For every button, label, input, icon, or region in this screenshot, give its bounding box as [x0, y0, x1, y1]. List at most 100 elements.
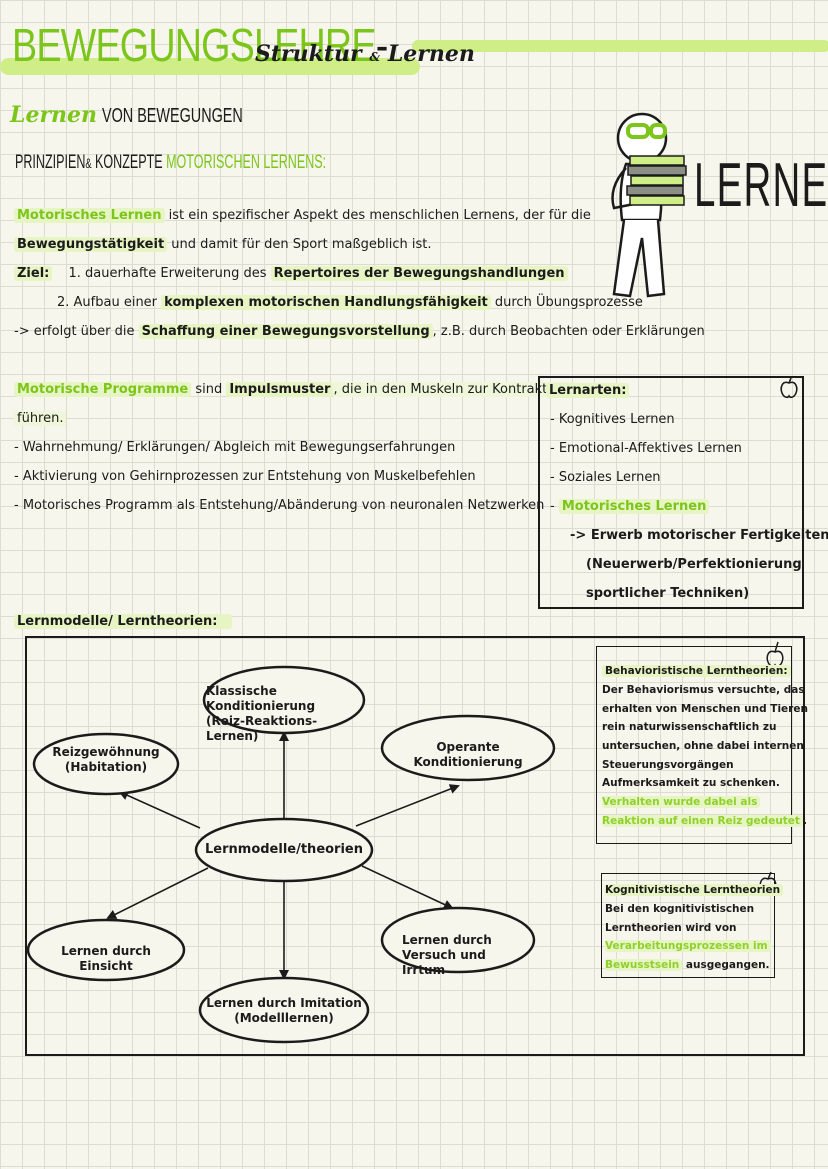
behaviorism-line-7: Aufmerksamkeit zu schenken.	[602, 777, 780, 789]
intro-line-1: Motorisches Lernen ist ein spezifischer …	[14, 201, 591, 230]
lernart-dash: -	[550, 499, 559, 514]
label-versuch: Lernen durch Versuch und Irrtum	[402, 933, 492, 977]
behaviorism-line-9: Reaktion auf einen Reiz gedeutet.	[602, 812, 807, 831]
lernarten-title-text: Lernarten:	[546, 383, 630, 398]
programme-rest: , die in den Muskeln zur Kontraktion	[333, 382, 568, 397]
programme-bullet-2: - Aktivierung von Gehirnprozessen zur En…	[14, 469, 476, 484]
figure-carrying-books-icon	[611, 112, 687, 298]
node-versuch	[380, 906, 536, 974]
ziel-2-text: 2. Aufbau einer	[57, 295, 162, 310]
lernart-sub-1: -> Erwerb motorischer Fertigkeiten	[570, 528, 828, 543]
behaviorism-title: Behavioristische Lerntheorien:	[602, 665, 791, 677]
lernarten-title: Lernarten:	[546, 376, 630, 405]
title-dash: -	[375, 19, 389, 71]
cognitivism-line-4: Verarbeitungsprozessen im	[605, 937, 771, 956]
sub-amp: &	[85, 155, 92, 171]
lernart-item-4: - Motorisches Lernen	[550, 492, 710, 521]
lernarten-box	[538, 376, 804, 609]
behaviorism-line-5: untersuchen, ohne dabei internen	[602, 740, 804, 752]
label-operant: Operante Konditionierung	[413, 740, 523, 769]
ziel-line-2: 2. Aufbau einer komplexen motorischen Ha…	[57, 288, 643, 317]
ziel-1-text: 1. dauerhafte Erweiterung des	[68, 266, 271, 281]
hl-motorische-programme: Motorische Programme	[14, 382, 192, 397]
arrow-to-versuch	[361, 865, 454, 910]
heading-lernen: Lernen	[10, 102, 98, 128]
arrow-to-operant	[355, 784, 460, 827]
cognitivism-green-1: Verarbeitungsprozessen im	[605, 940, 771, 952]
behaviorism-box	[596, 646, 792, 844]
lernart-item-2: - Emotional-Affektives Lernen	[550, 441, 742, 456]
programme-bullet-1: - Wahrnehmung/ Erklärungen/ Abgleich mit…	[14, 440, 456, 455]
lernart-item-3: - Soziales Lernen	[550, 470, 661, 485]
cognitivism-line-3: Lerntheorien wird von	[605, 922, 737, 934]
hl-handlungsfaehigkeit: komplexen motorischen Handlungsfähigkeit	[161, 295, 491, 310]
node-operant	[380, 714, 556, 782]
cognitivism-line-1: Kognitivistische Lerntheorien	[605, 881, 784, 900]
programme-line-1: Motorische Programme sind Impulsmuster, …	[14, 375, 568, 404]
sub-konzepte: KONZEPTE	[95, 152, 163, 173]
hl-repertoire: Repertoires der Bewegungshandlungen	[270, 266, 568, 281]
sub-motorischen: MOTORISCHEN LERNENS:	[166, 152, 327, 173]
intro-line-5-pre: -> erfolgt über die	[14, 324, 139, 339]
ziel-label: Ziel:	[14, 266, 53, 281]
heading-von-bewegungen: VON BEWEGUNGEN	[102, 105, 243, 127]
hl-lernart-motorisch: Motorisches Lernen	[558, 499, 710, 514]
page-title: BEWEGUNGSLEHRE-	[12, 18, 389, 72]
sub-prinzipien: PRINZIPIEN	[15, 152, 86, 173]
cognitivism-green-2: Bewusstsein	[605, 959, 683, 971]
behaviorism-line-6: Steuerungsvorgängen	[602, 759, 734, 771]
label-reiz: Reizgewöhnung (Habitation)	[52, 745, 160, 774]
title-text: BEWEGUNGSLEHRE	[12, 19, 377, 71]
hl-bewegungstaetigkeit: Bewegungstätigkeit	[14, 237, 168, 252]
intro-line-5-post: , z.B. durch Beobachten oder Erklärungen	[432, 324, 705, 339]
intro-line-5: -> erfolgt über die Schaffung einer Bewe…	[14, 317, 705, 346]
behaviorism-line-2: Der Behaviorismus versuchte, das	[602, 684, 805, 696]
behaviorism-green-1: Verhalten wurde dabei als	[602, 796, 761, 808]
title-rule-right	[412, 40, 828, 52]
arrow-to-einsicht	[106, 867, 209, 919]
programme-line-2: führen.	[14, 404, 67, 433]
intro-line-1-text: ist ein spezifischer Aspekt des menschli…	[164, 208, 591, 223]
cognitivism-box	[601, 873, 775, 978]
apple-icon	[780, 377, 798, 399]
programme-bullet-3: - Motorisches Programm als Entstehung/Ab…	[14, 498, 545, 513]
cognitivism-title: Kognitivistische Lerntheorien	[605, 884, 784, 896]
intro-line-2-text: und damit für den Sport maßgeblich ist.	[167, 237, 432, 252]
behaviorism-line-4: rein naturwissenschaftlich zu	[602, 721, 777, 733]
cognitivism-line-2: Bei den kognitivistischen	[605, 903, 755, 915]
subtitle-lernen: Lernen	[387, 41, 475, 67]
hl-motorisches-lernen: Motorisches Lernen	[14, 208, 165, 223]
behaviorism-line-1: Behavioristische Lerntheorien:	[602, 662, 791, 681]
section-heading: Lernen VON BEWEGUNGEN	[10, 102, 298, 128]
intro-line-2: Bewegungstätigkeit und damit für den Spo…	[14, 230, 432, 259]
label-klassisch: Klassische Konditionierung (Reiz-Reaktio…	[206, 684, 318, 743]
lernart-item-1: - Kognitives Lernen	[550, 412, 675, 427]
illustration-label: LERNEN	[694, 151, 828, 220]
programme-mid: sind	[191, 382, 227, 397]
label-center: Lernmodelle/theorien	[205, 842, 363, 857]
lernmodelle-heading-text: Lernmodelle/ Lerntheorien:	[14, 614, 232, 629]
ziel-line-1: Ziel: 1. dauerhafte Erweiterung des Repe…	[14, 259, 568, 288]
node-imitation	[198, 976, 370, 1044]
page-subtitle: Struktur & Lernen	[255, 41, 475, 67]
subtitle-amp: &	[369, 50, 381, 64]
label-einsicht: Lernen durch Einsicht	[61, 944, 151, 973]
behaviorism-green-2: Reaktion auf einen Reiz gedeutet	[602, 815, 803, 827]
lernart-sub-3: sportlicher Techniken)	[586, 586, 750, 601]
label-imitation: Lernen durch Imitation (Modelllernen)	[206, 996, 362, 1025]
behaviorism-line-3: erhalten von Menschen und Tieren	[602, 703, 808, 715]
lernmodelle-heading: Lernmodelle/ Lerntheorien:	[14, 607, 232, 636]
node-einsicht	[26, 918, 186, 982]
hl-impulsmuster: Impulsmuster	[226, 382, 334, 397]
hl-bewegungsvorstellung: Schaffung einer Bewegungsvorstellung	[138, 324, 433, 339]
cognitivism-line-5: Bewusstsein ausgegangen.	[605, 956, 770, 975]
arrow-to-reiz	[118, 790, 201, 829]
cognitivism-line-5-rest: ausgegangen.	[682, 959, 770, 971]
behaviorism-period: .	[802, 815, 807, 827]
title-underline	[0, 58, 420, 75]
lernmodelle-frame	[25, 636, 805, 1056]
behaviorism-line-8: Verhalten wurde dabei als	[602, 793, 761, 812]
node-center	[194, 817, 374, 883]
subtitle-struktur: Struktur	[255, 41, 362, 67]
